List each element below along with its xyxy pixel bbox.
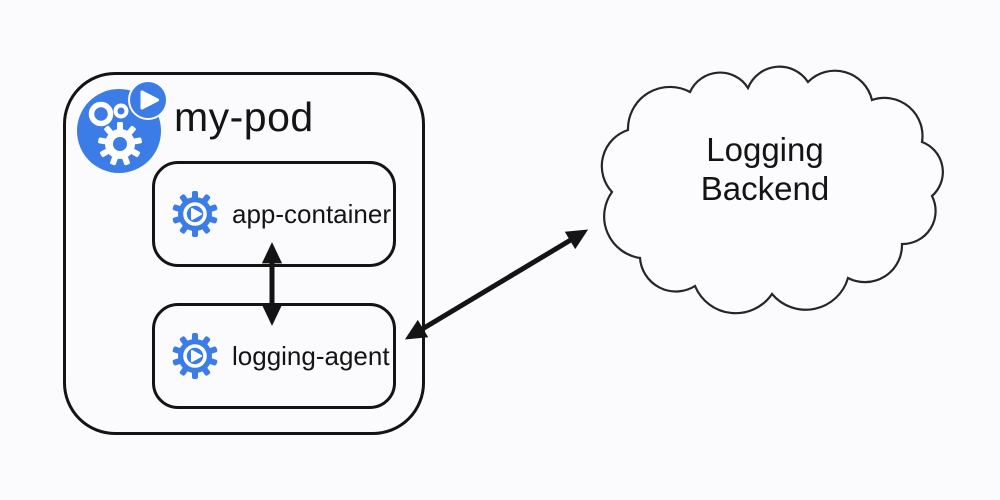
arrow-agent-to-backend bbox=[404, 229, 589, 340]
container-box-logging-agent: logging-agent bbox=[152, 303, 396, 409]
pod-label: my-pod bbox=[174, 94, 314, 140]
container-gear-play-icon bbox=[172, 333, 218, 379]
container-label-app: app-container bbox=[232, 198, 391, 229]
logging-backend-label: Logging Backend bbox=[700, 131, 830, 207]
container-gear-play-icon bbox=[172, 191, 218, 237]
pod-icon bbox=[75, 78, 175, 173]
container-box-app: app-container bbox=[152, 161, 396, 267]
container-label-logging-agent: logging-agent bbox=[232, 340, 390, 371]
pod-box: my-pod app-c bbox=[63, 72, 425, 435]
